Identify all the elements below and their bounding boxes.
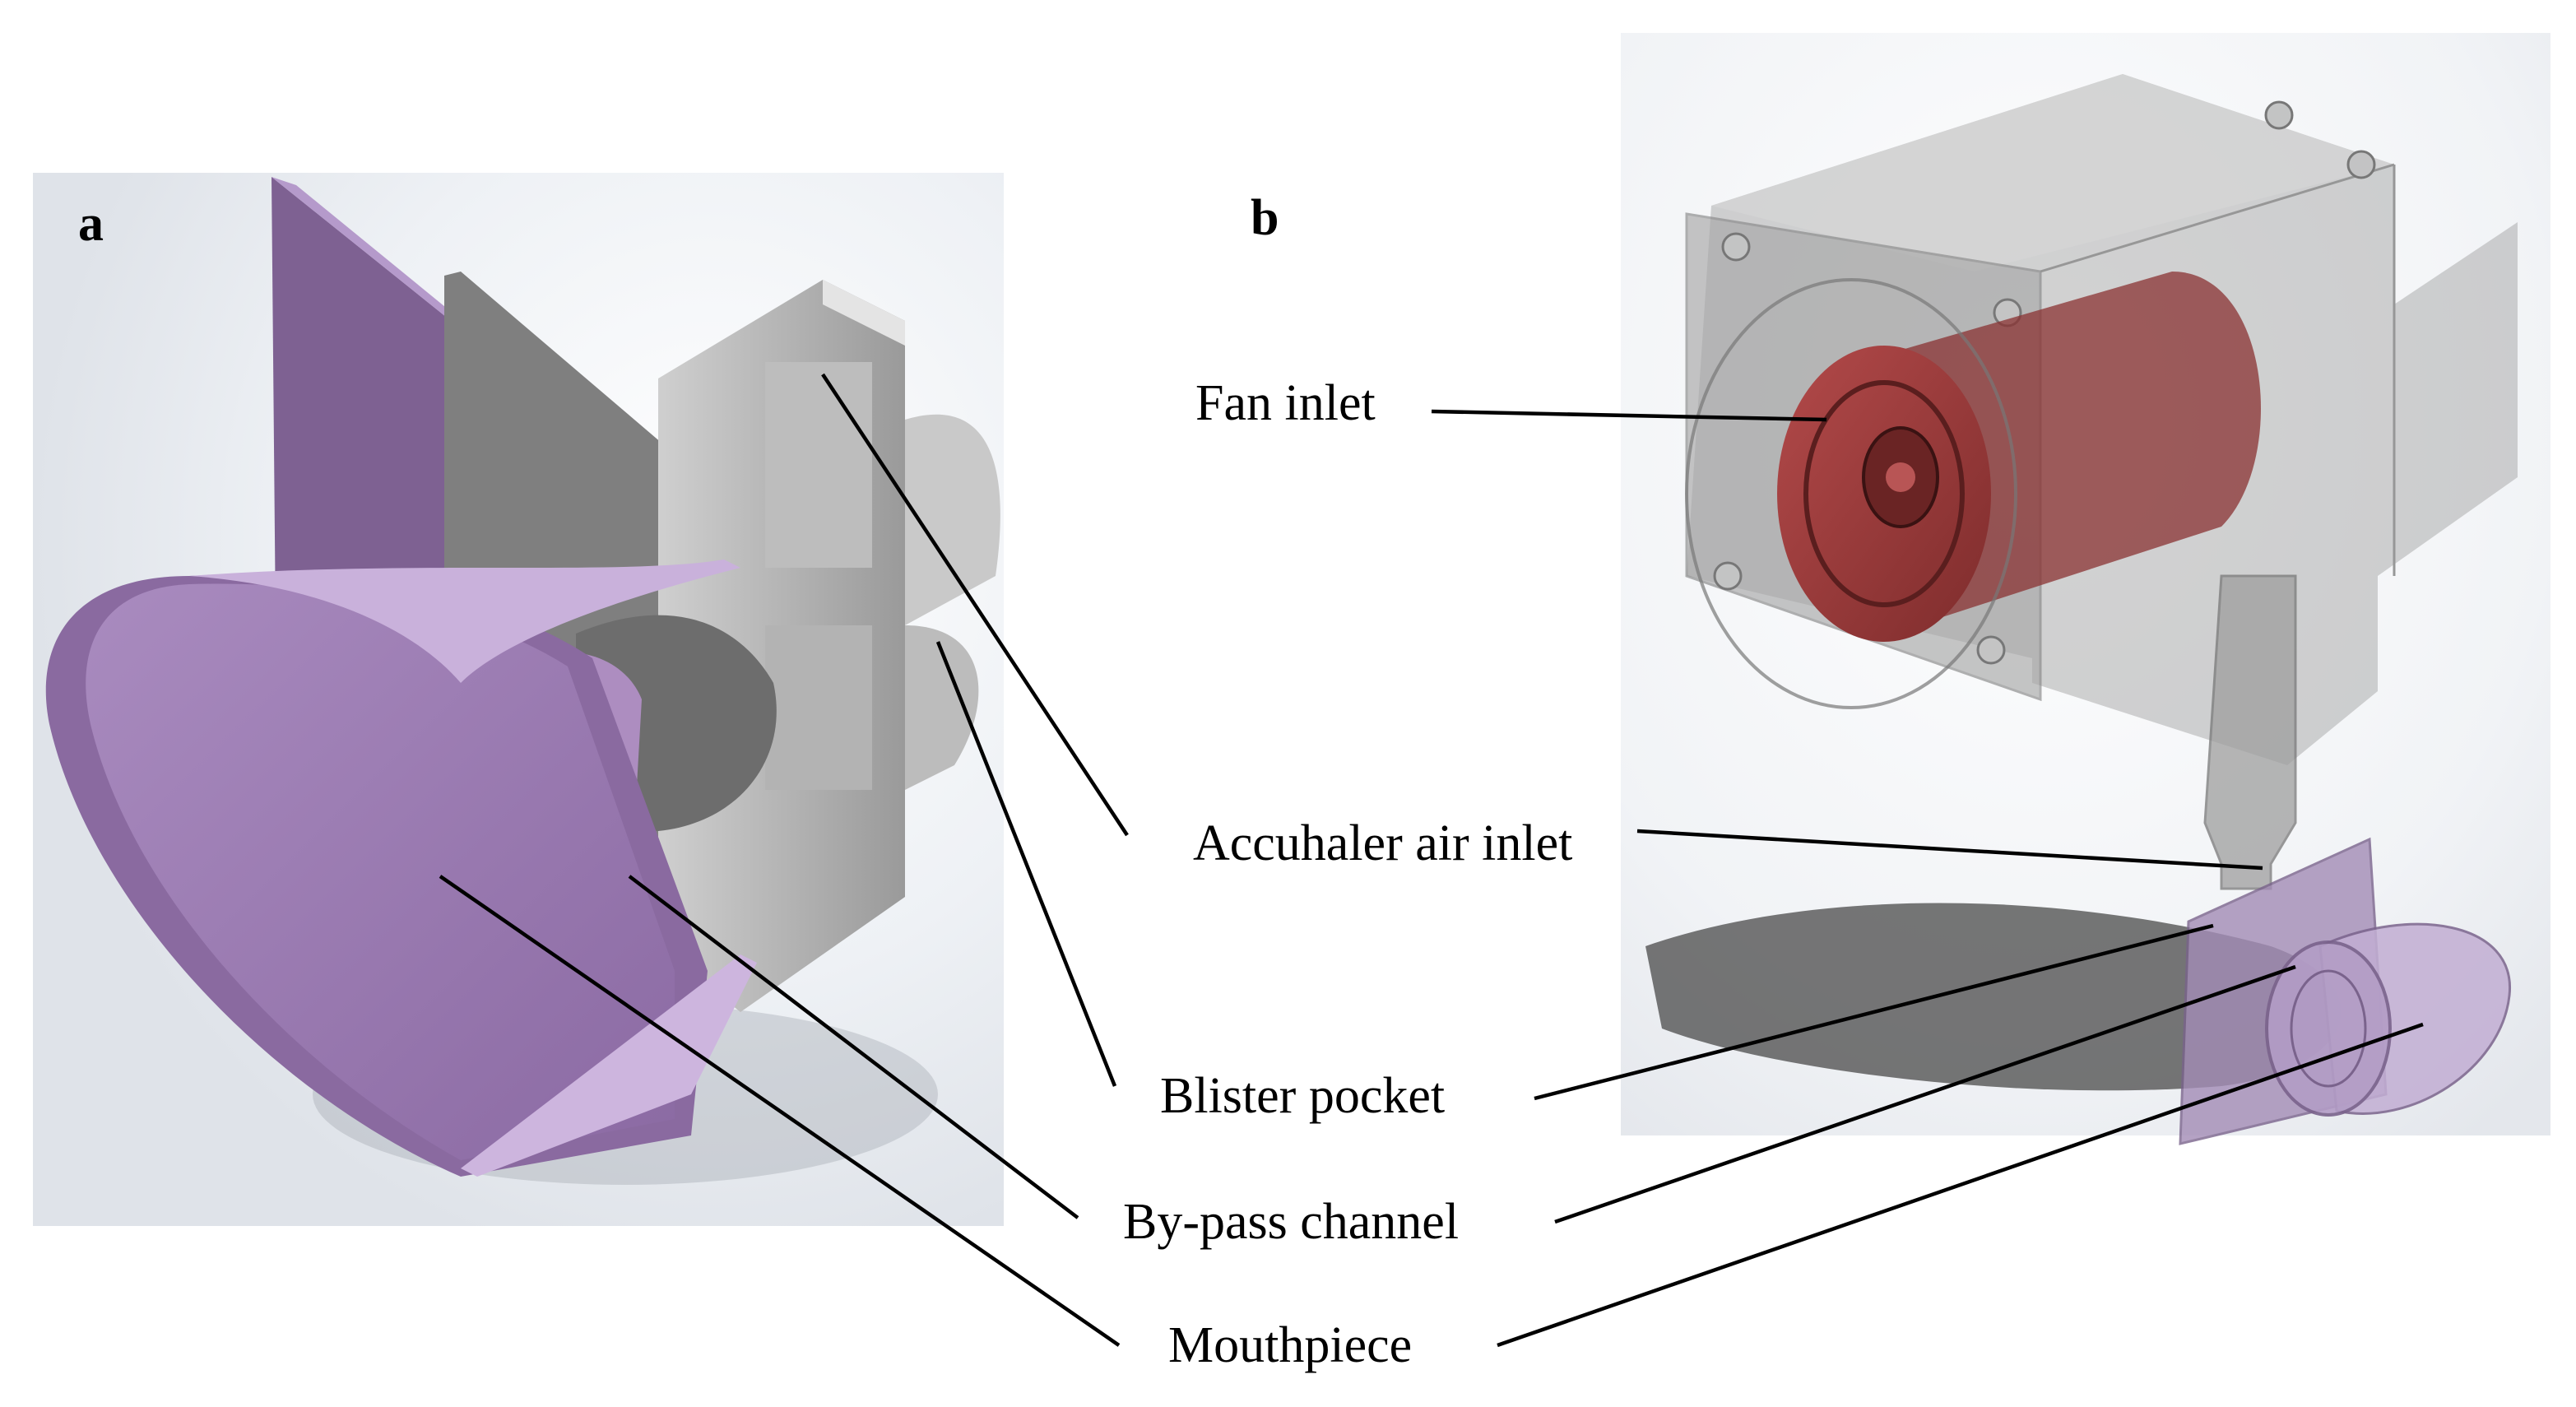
leader-bypass-channel-b xyxy=(1554,964,2296,1224)
fan-rotor xyxy=(1685,272,2261,709)
leader-blister-pocket-a xyxy=(935,641,1117,1087)
panel-a-letter: a xyxy=(78,196,104,252)
leader-bypass-channel-a xyxy=(628,875,1079,1219)
panel-b xyxy=(1621,33,2550,1145)
leader-accuhaler-air-inlet-a xyxy=(821,373,1129,837)
panel-a xyxy=(33,173,1004,1226)
leader-fan-inlet xyxy=(1431,409,1827,422)
leader-blister-pocket-b xyxy=(1534,923,2214,1101)
leader-accuhaler-air-inlet-b xyxy=(1636,829,2263,871)
leader-mouthpiece-a xyxy=(439,875,1121,1347)
mouthpiece-top-plate xyxy=(189,560,740,683)
leader-mouthpiece-b xyxy=(1497,1022,2424,1348)
lower-plate xyxy=(461,954,757,1177)
inhaler-device xyxy=(2179,837,2511,1145)
label-fan-inlet: Fan inlet xyxy=(1195,375,1376,431)
label-accuhaler-air-inlet: Accuhaler air inlet xyxy=(1193,815,1572,871)
leader-lines xyxy=(439,373,2424,1348)
label-blister-pocket: Blister pocket xyxy=(1160,1068,1445,1124)
label-bypass-channel: By-pass channel xyxy=(1123,1194,1459,1250)
grey-frame xyxy=(658,280,1000,1012)
label-mouthpiece: Mouthpiece xyxy=(1168,1317,1412,1373)
panel-b-shadow xyxy=(1645,903,2342,1091)
panel-b-letter: b xyxy=(1251,190,1279,246)
mouthpiece-bell-face xyxy=(86,583,675,1160)
air-duct xyxy=(2203,574,2297,890)
